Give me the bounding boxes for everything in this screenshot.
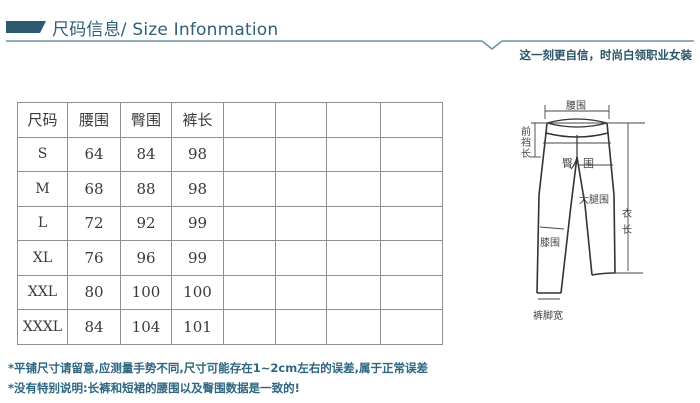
page-title: 尺码信息/ Size Infonmation: [52, 20, 279, 40]
cell-length: 99: [171, 205, 224, 241]
cell-empty: [275, 171, 327, 207]
cell-waist: 76: [67, 240, 121, 276]
header-size: 尺码: [17, 102, 68, 138]
note-measurement-error: *平铺尺寸请留意,应测量手势不同,尺寸可能存在1~2cm左右的误差,属于正常误差: [8, 361, 429, 375]
cell-empty: [380, 240, 443, 276]
label-knee: 膝围: [540, 238, 560, 249]
label-waist: 腰围: [566, 101, 586, 112]
table-row: XL 76 96 99: [17, 240, 443, 276]
table-row: XXL 80 100 100: [17, 274, 443, 310]
cell-empty: [380, 205, 443, 241]
pants-measurement-diagram: 腰围 前裆长 臀围 大腿围 衣长 膝围 裤脚宽: [515, 101, 665, 345]
header-length: 裤长: [171, 102, 224, 138]
cell-waist: 80: [67, 274, 121, 310]
cell-empty: [223, 274, 276, 310]
cell-length: 98: [171, 171, 224, 207]
cell-empty: [380, 136, 443, 172]
cell-length: 101: [171, 309, 224, 345]
header-empty: [275, 102, 327, 138]
header-accent-bar: [6, 21, 46, 33]
cell-empty: [223, 136, 276, 172]
cell-hip: 84: [120, 136, 172, 172]
cell-length: 100: [171, 274, 224, 310]
cell-size: S: [17, 136, 68, 172]
pants-outline-icon: [530, 105, 645, 300]
table-row: L 72 92 99: [17, 205, 443, 241]
cell-size: M: [17, 171, 68, 207]
cell-hip: 104: [120, 309, 172, 345]
label-hem: 裤脚宽: [533, 311, 563, 322]
header-empty: [223, 102, 276, 138]
cell-empty: [223, 205, 276, 241]
cell-empty: [223, 309, 276, 345]
note-waist-hip-consistency: *没有特别说明:长裤和短裙的腰围以及臀围数据是一致的!: [8, 381, 300, 395]
size-notes: *平铺尺寸请留意,应测量手势不同,尺寸可能存在1~2cm左右的误差,属于正常误差…: [8, 358, 428, 398]
table-row: M 68 88 98: [17, 171, 443, 207]
cell-empty: [326, 309, 381, 345]
cell-size: L: [17, 205, 68, 241]
header-hip: 臀围: [120, 102, 172, 138]
cell-empty: [275, 240, 327, 276]
cell-empty: [275, 136, 327, 172]
header-empty: [380, 102, 443, 138]
cell-hip: 96: [120, 240, 172, 276]
cell-waist: 64: [67, 136, 121, 172]
cell-size: XXXL: [17, 309, 68, 345]
cell-hip: 100: [120, 274, 172, 310]
cell-waist: 68: [67, 171, 121, 207]
cell-size: XL: [17, 240, 68, 276]
table-header-row: 尺码 腰围 臀围 裤长: [17, 102, 443, 138]
table-row: XXXL 84 104 101: [17, 309, 443, 345]
cell-empty: [326, 274, 381, 310]
header-divider: [6, 40, 694, 51]
cell-empty: [326, 136, 381, 172]
brand-tagline: 这一刻更自信，时尚白领职业女装: [519, 48, 693, 62]
header-waist: 腰围: [67, 102, 121, 138]
label-hip: 臀围: [562, 157, 604, 170]
cell-empty: [380, 309, 443, 345]
cell-waist: 72: [67, 205, 121, 241]
label-front-rise: 前裆长: [521, 127, 531, 160]
cell-hip: 88: [120, 171, 172, 207]
cell-empty: [380, 171, 443, 207]
cell-empty: [380, 274, 443, 310]
header-empty: [326, 102, 381, 138]
cell-length: 99: [171, 240, 224, 276]
cell-empty: [275, 309, 327, 345]
cell-empty: [223, 171, 276, 207]
cell-size: XXL: [17, 274, 68, 310]
cell-waist: 84: [67, 309, 121, 345]
cell-empty: [326, 205, 381, 241]
cell-hip: 92: [120, 205, 172, 241]
cell-empty: [275, 205, 327, 241]
cell-empty: [326, 240, 381, 276]
label-length: 衣长: [622, 209, 632, 236]
label-thigh: 大腿围: [579, 195, 609, 206]
cell-length: 98: [171, 136, 224, 172]
cell-empty: [326, 171, 381, 207]
cell-empty: [223, 240, 276, 276]
size-table: 尺码 腰围 臀围 裤长 S 64 84 98 M 68 88 98 L 72 9…: [17, 102, 443, 345]
cell-empty: [275, 274, 327, 310]
table-row: S 64 84 98: [17, 136, 443, 172]
